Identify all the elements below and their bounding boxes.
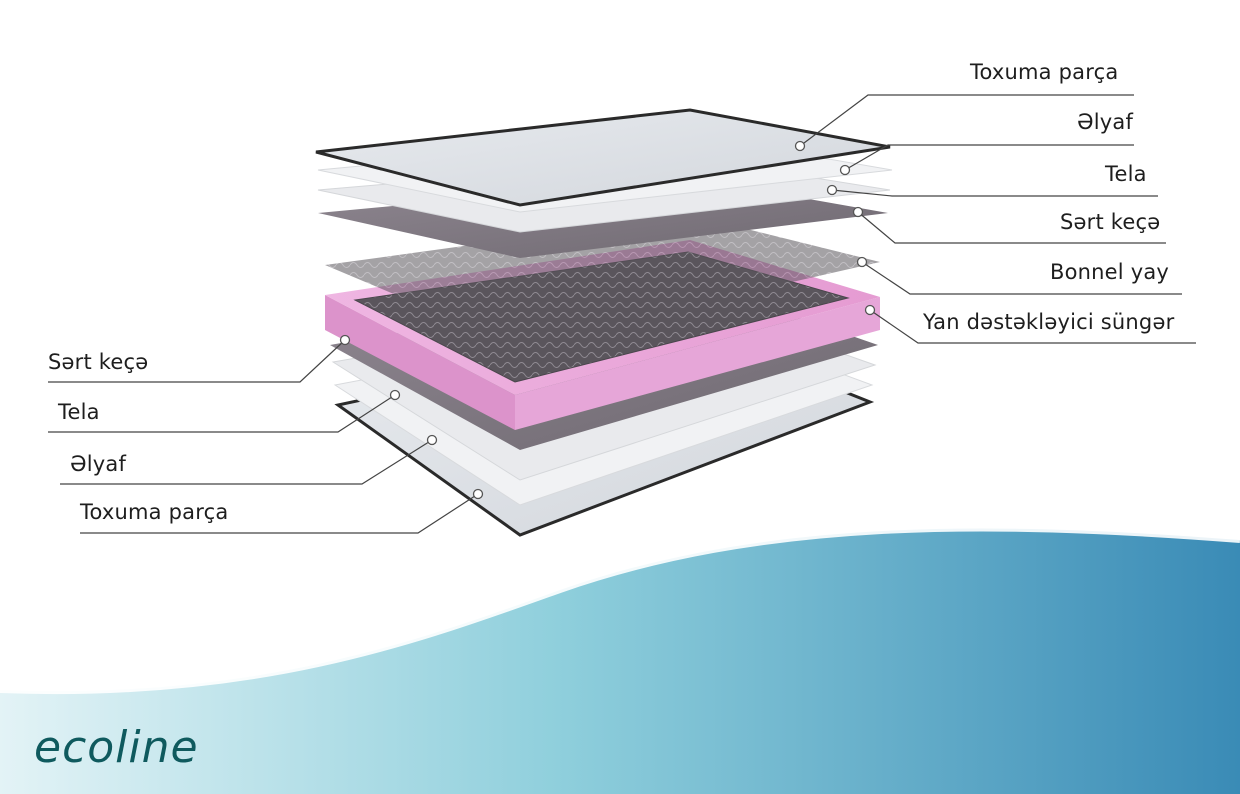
label-left-sert-kece: Sərt keçə — [48, 350, 149, 374]
label-left-toxuma-parca: Toxuma parça — [80, 500, 229, 524]
leader-lines-left — [48, 339, 479, 534]
label-right-tela: Tela — [1105, 162, 1147, 186]
leader-dots-right — [794, 140, 876, 316]
wave-band — [0, 528, 1240, 794]
label-right-elyaf: Əlyaf — [1077, 110, 1134, 134]
label-left-elyaf: Əlyaf — [70, 452, 127, 476]
label-right-toxuma-parca: Toxuma parça — [970, 60, 1119, 84]
ecoline-logo: ecoline — [34, 722, 199, 773]
leader-dots-left — [339, 334, 484, 500]
leader-lines-right — [799, 94, 1196, 344]
wave-edge — [0, 525, 1240, 695]
label-left-tela: Tela — [58, 400, 100, 424]
label-right-yan-destekleyici-sunger: Yan dəstəkləyici süngər — [923, 310, 1175, 334]
side-foam-front-left — [325, 295, 515, 430]
label-right-sert-kece: Sərt keçə — [1060, 210, 1161, 234]
layer-top-fabric — [315, 108, 891, 207]
side-foam-front-right — [515, 297, 880, 430]
label-right-bonnel-yay: Bonnel yay — [1050, 260, 1170, 284]
layer-bonnel-springs — [325, 215, 880, 345]
